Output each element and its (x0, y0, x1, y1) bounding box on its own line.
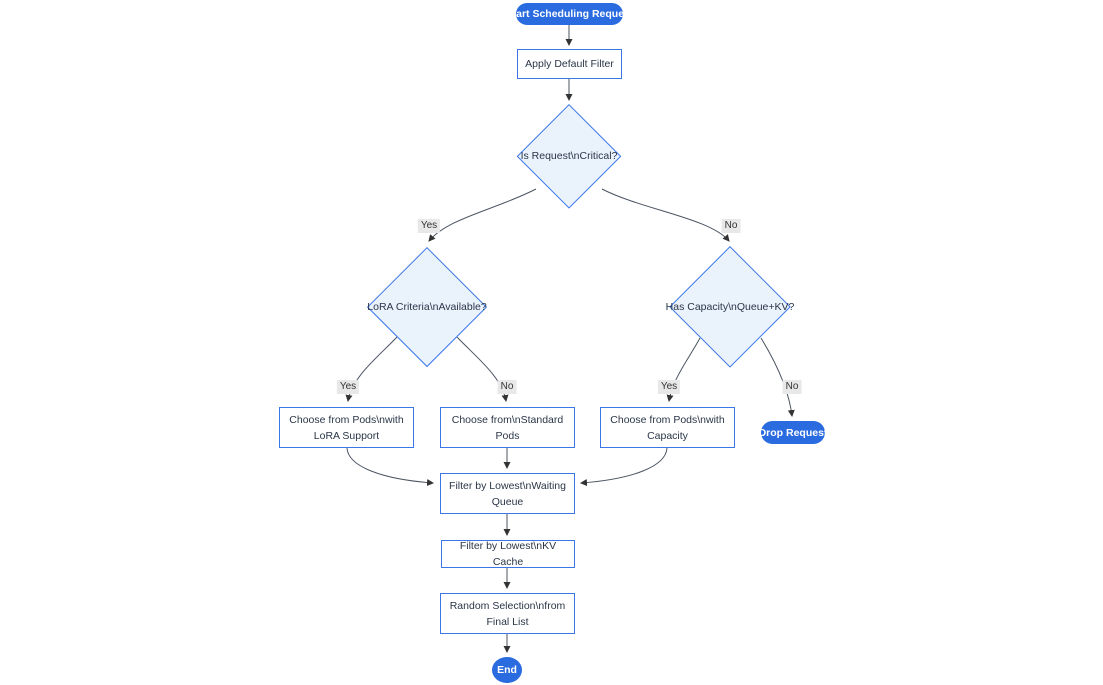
edge-label-lora-yes: Yes (336, 380, 360, 394)
node-random-selection-label: Random Selection\nfrom Final List (449, 599, 566, 628)
node-start: Start Scheduling Request (506, 3, 633, 25)
node-filter-waiting-queue-label: Filter by Lowest\nWaiting Queue (449, 479, 566, 508)
edge-label-critical-no: No (721, 219, 741, 233)
node-filter-waiting-queue: Filter by Lowest\nWaiting Queue (440, 473, 575, 514)
node-choose-capacity-pods-label: Choose from Pods\nwith Capacity (610, 413, 725, 442)
edge-choosecap-to-filterqueue (580, 447, 668, 487)
node-end: End (492, 657, 522, 683)
node-choose-standard-pods: Choose from\nStandard Pods (440, 407, 575, 448)
decision-is-request-critical: Is Request\nCritical? (517, 104, 621, 208)
node-choose-lora-pods: Choose from Pods\nwith LoRA Support (279, 407, 414, 448)
node-filter-kv-cache: Filter by Lowest\nKV Cache (441, 540, 575, 568)
decision-lora-criteria-available-label: LoRA Criteria\nAvailable? (367, 301, 487, 313)
node-choose-standard-pods-label: Choose from\nStandard Pods (451, 413, 564, 442)
edge-label-critical-yes: Yes (417, 219, 441, 233)
decision-has-capacity: Has Capacity\nQueue+KV? (665, 246, 795, 368)
node-start-label: Start Scheduling Request (505, 8, 634, 20)
node-apply-default-filter-label: Apply Default Filter (525, 58, 614, 70)
node-choose-capacity-pods: Choose from Pods\nwith Capacity (600, 407, 735, 448)
decision-is-request-critical-label: Is Request\nCritical? (520, 150, 618, 162)
node-random-selection: Random Selection\nfrom Final List (440, 593, 575, 634)
node-drop-request-label: Drop Request (758, 426, 828, 439)
edge-critical-no-to-capacity (601, 188, 730, 242)
node-drop-request: Drop Request (758, 421, 828, 444)
node-filter-kv-cache-label: Filter by Lowest\nKV Cache (459, 540, 557, 568)
node-end-label: End (497, 664, 517, 676)
edge-label-capacity-no: No (782, 380, 802, 394)
node-apply-default-filter: Apply Default Filter (517, 49, 622, 79)
edge-chooselora-to-filterqueue (346, 447, 434, 487)
edge-label-lora-no: No (497, 380, 517, 394)
decision-has-capacity-label: Has Capacity\nQueue+KV? (665, 301, 795, 313)
node-choose-lora-pods-label: Choose from Pods\nwith LoRA Support (289, 413, 404, 442)
edge-label-capacity-yes: Yes (657, 380, 681, 394)
decision-lora-criteria-available: LoRA Criteria\nAvailable? (367, 247, 487, 367)
